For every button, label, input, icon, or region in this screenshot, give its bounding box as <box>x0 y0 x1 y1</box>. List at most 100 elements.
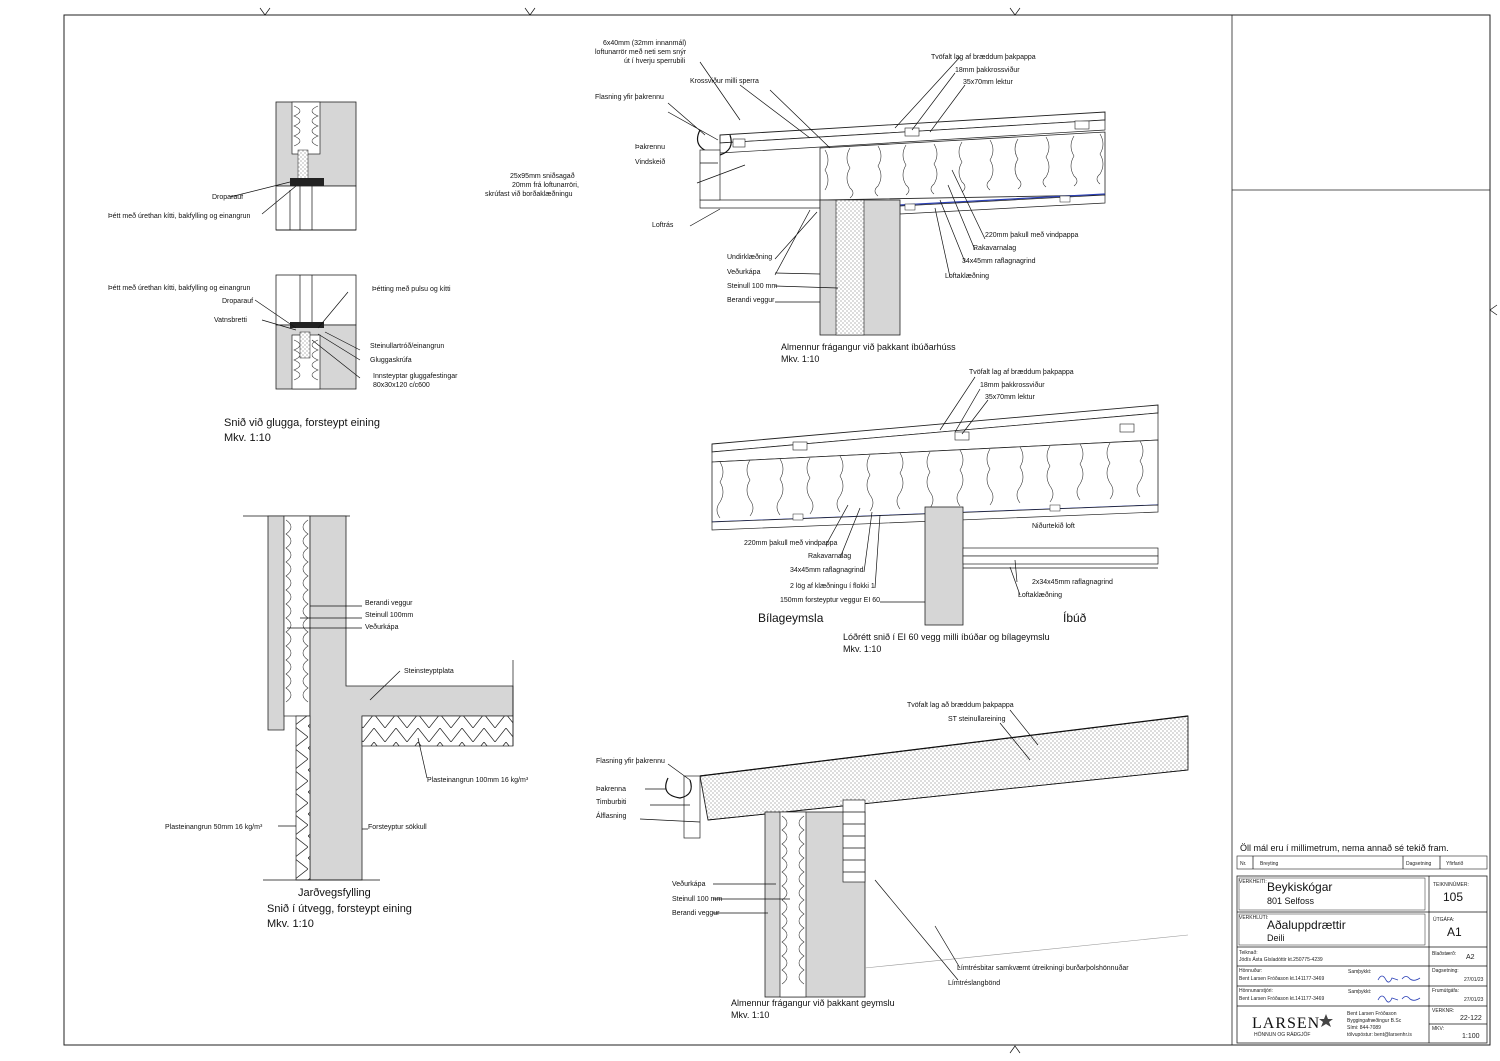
tb-verknr: 22-122 <box>1460 1015 1482 1022</box>
label-raflagnagrind: 34x45mm raflagnagrind <box>962 258 1036 265</box>
fw-label-thakpappi: Tvöfalt lag af bræddum þakpappa <box>969 369 1074 376</box>
fw-label-raflagnagrind: 34x45mm raflagnagrind <box>790 567 864 574</box>
eave-garage-scale: Mkv. 1:10 <box>731 1010 769 1020</box>
eg-label-alflasning: Álflasning <box>596 811 626 820</box>
label-loftunarror-2: loftunarrör með neti sem snýr <box>595 48 687 56</box>
label-festingar-dim: 80x30x120 c/c600 <box>373 382 430 389</box>
tb-dagsetning-label: Dagsetning: <box>1432 968 1459 974</box>
tb-teiknad-label: Teiknað: <box>1239 949 1258 956</box>
fire-wall-title: Lóðrétt snið í EI 60 vegg milli íbúðar o… <box>843 632 1050 642</box>
window-detail-title: Snið við glugga, forsteypt eining <box>224 417 380 429</box>
eave-house-scale: Mkv. 1:10 <box>781 354 819 364</box>
ext-wall-detail: Berandi veggur Steinull 100mm Veðurkápa … <box>165 515 529 930</box>
label-pulsa: Þétting með pulsu og kítti <box>372 285 451 293</box>
ew-label-vedurkapa: Veðurkápa <box>365 623 399 631</box>
ew-label-steinull: Steinull 100mm <box>365 612 413 619</box>
label-vatnsbretti: Vatnsbretti <box>214 317 247 324</box>
tb-verkhluti-sub: Deili <box>1267 933 1285 943</box>
contact-3: tölvupóstur: bent@larsenhr.is <box>1347 1032 1412 1038</box>
eg-label-steinullareining: ST steinullareining <box>948 716 1006 723</box>
fw-label-2x34: 2x34x45mm raflagnagrind <box>1032 579 1113 586</box>
label-loftunarror-1: 6x40mm (32mm innanmál) <box>603 40 686 47</box>
eg-label-limtreslangbond: Límtréslangbönd <box>948 980 1000 987</box>
tb-frumutgafa: 27/01/23 <box>1464 997 1484 1003</box>
label-thakull: 220mm þakull með vindpappa <box>985 231 1078 239</box>
label-berandi: Berandi veggur <box>727 297 775 304</box>
tb-rev-nr: Nr. <box>1240 861 1246 867</box>
tb-rev-yfirfarid: Yfirfarið <box>1446 860 1463 867</box>
signature-icon <box>1377 995 1421 1003</box>
window-detail-scale: Mkv. 1:10 <box>224 432 271 444</box>
tb-rev-breyting: Breyting <box>1260 861 1279 867</box>
fw-label-thakull: 220mm þakull með vindpappa <box>744 539 837 547</box>
tb-utgafa: A1 <box>1447 925 1462 939</box>
label-lektur: 35x70mm lektur <box>963 79 1013 86</box>
signature-icon <box>1377 975 1421 983</box>
logo-subtitle: HÖNNUN OG RÁÐGJÖF <box>1254 1031 1310 1038</box>
tb-mkv-label: MKV: <box>1432 1026 1444 1032</box>
eg-label-vedurkapa: Veðurkápa <box>672 880 706 888</box>
label-flasning: Flasning yfir þakrennu <box>595 94 664 101</box>
ew-label-berandi: Berandi veggur <box>365 600 413 607</box>
logo-text: LARSEN <box>1252 1015 1320 1032</box>
tb-honnudur: Bent Larsen Fróðason kt.141177-3469 <box>1239 975 1324 982</box>
fw-room-bilageymsla: Bílageymsla <box>758 611 824 625</box>
tb-note: Öll mál eru í millimetrum, nema annað sé… <box>1240 843 1449 853</box>
tb-verkheiti-label: VERKHEITI: <box>1239 879 1267 885</box>
window-detail: Droparauf Þétt með úrethan kítti, bakfyl… <box>108 101 458 444</box>
tb-teiknad: Jódís Ásta Gísladóttir kt.250775-4239 <box>1239 956 1323 963</box>
fw-label-rakavarnalag: Rakavarnalag <box>808 553 851 560</box>
eg-label-thakrenna: Þakrenna <box>596 786 626 793</box>
label-gluggaskrufa: Gluggaskrúfa <box>370 357 412 364</box>
fw-label-thakkrossvidur: 18mm þakkrossviður <box>980 381 1045 389</box>
label-loftunarror-3: út í hverju sperrubili <box>624 58 686 65</box>
contact-2: Sími: 844-7089 <box>1347 1025 1381 1031</box>
tb-verknr-label: VERKNR: <box>1432 1008 1454 1014</box>
tb-frumutgafa-label: Frumútgáfa: <box>1432 988 1459 994</box>
centering-marks <box>259 7 1498 1054</box>
tb-samthykkt-label-2: Samþykkt: <box>1348 989 1371 995</box>
fw-label-nidurtekid-loft: Niðurtekið loft <box>1032 522 1075 530</box>
contact-1: Byggingafræðingur B.Sc <box>1347 1017 1402 1024</box>
label-steinull: Steinull 100 mm <box>727 283 777 290</box>
label-festingar: Innsteyptar gluggafestingar <box>373 373 458 380</box>
tb-bladstaerd-label: Blaðstærð: <box>1432 950 1456 957</box>
eg-label-limtresbitar: Límtrésbitar samkvæmt útreikningi burðar… <box>957 964 1129 972</box>
ew-label-plast50: Plasteinangrun 50mm 16 kg/m³ <box>165 824 263 831</box>
sheet-border <box>63 14 1491 1046</box>
tb-honnunarstjori-label: Hönnunarstjóri: <box>1239 988 1273 994</box>
label-loftras: Loftrás <box>652 222 674 229</box>
tb-mkv: 1:100 <box>1462 1033 1480 1040</box>
tb-verkheiti: Beykiskógar <box>1267 880 1332 894</box>
eave-house-detail: 6x40mm (32mm innanmál) loftunarrör með n… <box>485 40 1106 364</box>
eave-garage-detail: Tvöfalt lag að bræddum þakpappa ST stein… <box>596 701 1189 1020</box>
eg-label-flasning: Flasning yfir þakrennu <box>596 758 665 765</box>
ext-wall-title: Snið í útvegg, forsteypt eining <box>267 903 412 915</box>
label-rakavarnalag: Rakavarnalag <box>973 245 1016 252</box>
fire-wall-detail: Tvöfalt lag af bræddum þakpappa 18mm þak… <box>711 369 1159 654</box>
tb-rev-dags: Dagsetning <box>1406 861 1432 867</box>
fw-label-lektur: 35x70mm lektur <box>985 394 1035 401</box>
tb-samthykkt-label-1: Samþykkt: <box>1348 969 1371 975</box>
ew-label-sokkull: Forsteyptur sökkull <box>368 824 427 831</box>
ew-label-plata: Steinsteyptplata <box>404 668 454 675</box>
tb-honnudur-label: Hönnuður: <box>1239 967 1262 974</box>
label-sidsagad-2: 20mm frá loftunarröri, <box>512 182 579 189</box>
eg-label-steinull: Steinull 100 mm <box>672 896 722 903</box>
eave-house-title: Almennur frágangur við þakkant íbúðarhús… <box>781 342 956 352</box>
ew-label-plast100: Plasteinangrun 100mm 16 kg/m³ <box>427 777 529 784</box>
eg-label-timburbiti: Timburbiti <box>596 799 627 806</box>
label-urethan-seal: Þétt með úrethan kítti, bakfylling og ei… <box>108 212 251 220</box>
label-vindskeid: Vindskeið <box>635 158 665 166</box>
logo-star-icon <box>1319 1014 1333 1027</box>
eg-label-berandi: Berandi veggur <box>672 910 720 917</box>
label-vedurkapa: Veðurkápa <box>727 268 761 276</box>
label-sidsagad-1: 25x95mm sniðsagað <box>510 172 575 180</box>
fw-label-veggur: 150mm forsteyptur veggur EI 60 <box>780 597 880 604</box>
label-sill-drip: Droparauf <box>222 298 253 305</box>
tb-address: 801 Selfoss <box>1267 896 1315 906</box>
label-thakpappi: Tvöfalt lag af bræddum þakpappa <box>931 54 1036 61</box>
tb-honnunarstjori: Bent Larsen Fróðason kt.141177-3469 <box>1239 995 1324 1002</box>
eg-label-thakpappi: Tvöfalt lag að bræddum þakpappa <box>907 701 1014 709</box>
